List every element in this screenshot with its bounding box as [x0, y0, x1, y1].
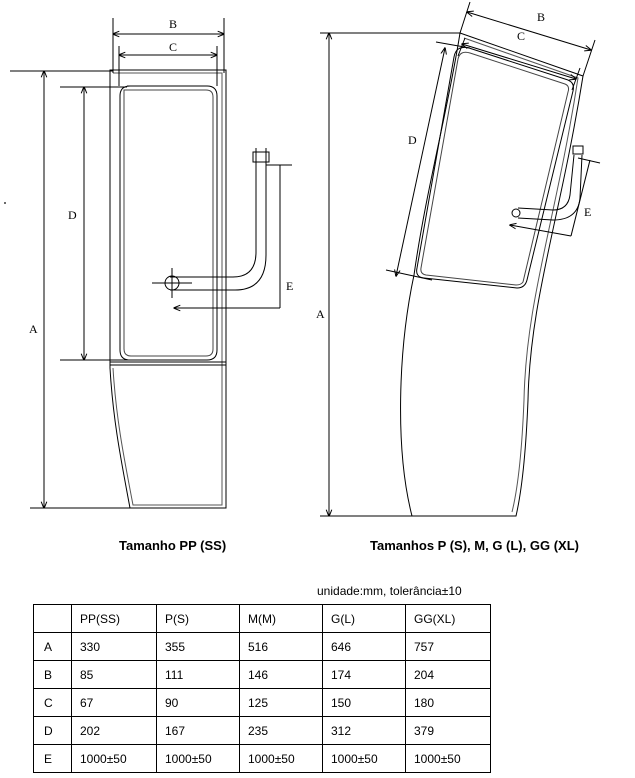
table-cell: 516	[239, 632, 323, 661]
sleeve-diagram: B C A D E B C	[4, 1, 601, 570]
row-label: B	[33, 660, 72, 689]
right-label-C: C	[517, 29, 525, 43]
table-row: C 67 90 125 150 180	[33, 688, 491, 717]
right-label-E: E	[584, 205, 591, 219]
table-cell: 174	[322, 660, 406, 689]
table-cell: 646	[322, 632, 406, 661]
table-cell: 235	[239, 716, 323, 745]
table-cell: 125	[239, 688, 323, 717]
table-cell: 146	[239, 660, 323, 689]
table-header-cell: GG(XL)	[405, 604, 491, 633]
table-cell: 1000±50	[239, 744, 323, 773]
right-sleeve-figure	[400, 32, 584, 517]
table-row: B 85 111 146 174 204	[33, 660, 491, 689]
table-row: E 1000±50 1000±50 1000±50 1000±50 1000±5…	[33, 744, 491, 773]
table-header-cell	[33, 604, 72, 633]
table-cell: 1000±50	[156, 744, 240, 773]
left-label-D: D	[68, 208, 77, 222]
table-cell: 202	[71, 716, 157, 745]
table-cell: 150	[322, 688, 406, 717]
table-header-cell: P(S)	[156, 604, 240, 633]
table-row: D 202 167 235 312 379	[33, 716, 491, 745]
unit-note: unidade:mm, tolerância±10	[317, 584, 462, 598]
size-table: PP(SS) P(S) M(M) G(L) GG(XL) A 330 355 5…	[33, 604, 491, 773]
table-cell: 330	[71, 632, 157, 661]
table-cell: 1000±50	[322, 744, 406, 773]
right-label-D: D	[408, 133, 417, 147]
table-cell: 757	[405, 632, 491, 661]
table-cell: 85	[71, 660, 157, 689]
row-label: E	[33, 744, 72, 773]
row-label: D	[33, 716, 72, 745]
table-cell: 312	[322, 716, 406, 745]
right-caption: Tamanhos P (S), M, G (L), GG (XL)	[370, 538, 579, 553]
row-label: C	[33, 688, 72, 717]
table-header-cell: PP(SS)	[71, 604, 157, 633]
table-cell: 1000±50	[405, 744, 491, 773]
right-label-A: A	[316, 307, 325, 321]
table-cell: 379	[405, 716, 491, 745]
table-cell: 90	[156, 688, 240, 717]
left-label-C: C	[169, 40, 177, 54]
table-header-cell: M(M)	[239, 604, 323, 633]
table-header-row: PP(SS) P(S) M(M) G(L) GG(XL)	[33, 604, 491, 633]
left-sleeve-figure	[109, 69, 270, 509]
right-label-B: B	[537, 10, 545, 24]
table-header-cell: G(L)	[322, 604, 406, 633]
table-row: A 330 355 516 646 757	[33, 632, 491, 661]
left-label-E: E	[286, 279, 293, 293]
table-cell: 180	[405, 688, 491, 717]
table-cell: 1000±50	[71, 744, 157, 773]
table-cell: 111	[156, 660, 240, 689]
table-cell: 355	[156, 632, 240, 661]
left-label-B: B	[169, 17, 177, 31]
left-label-A: A	[29, 322, 38, 336]
table-cell: 67	[71, 688, 157, 717]
table-cell: 167	[156, 716, 240, 745]
left-caption: Tamanho PP (SS)	[119, 538, 227, 553]
table-cell: 204	[405, 660, 491, 689]
row-label: A	[33, 632, 72, 661]
